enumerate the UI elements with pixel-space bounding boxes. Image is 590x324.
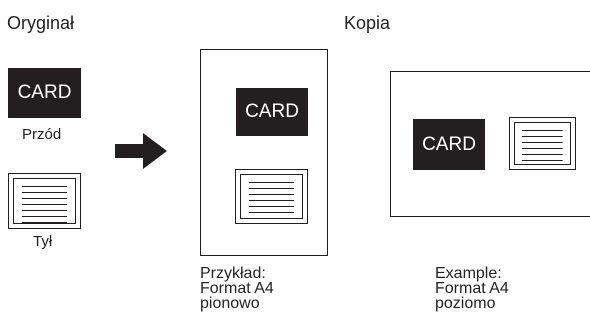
original-back-card bbox=[8, 173, 81, 229]
portrait-a4-page: CARD bbox=[200, 49, 328, 256]
landscape-card-back bbox=[509, 117, 576, 170]
right-arrow-icon bbox=[115, 133, 167, 169]
landscape-note: Example: Format A4 poziomo bbox=[435, 265, 509, 312]
card-text: CARD bbox=[245, 101, 299, 122]
text-lines-icon bbox=[13, 178, 76, 224]
card-text: CARD bbox=[17, 82, 72, 103]
landscape-card-front: CARD bbox=[413, 119, 485, 170]
back-caption: Tył bbox=[33, 233, 53, 250]
original-front-card: CARD bbox=[8, 68, 81, 118]
landscape-a4-page: CARD bbox=[390, 71, 590, 217]
original-heading: Oryginał bbox=[7, 13, 75, 33]
card-text: CARD bbox=[422, 133, 476, 155]
portrait-note: Przykład: Format A4 pionowo bbox=[200, 265, 274, 312]
text-lines-icon bbox=[514, 122, 571, 165]
front-caption: Przód bbox=[22, 126, 62, 143]
portrait-card-front: CARD bbox=[236, 88, 308, 136]
portrait-card-back bbox=[235, 169, 308, 224]
text-lines-icon bbox=[240, 174, 303, 219]
copy-heading: Kopia bbox=[344, 13, 391, 33]
